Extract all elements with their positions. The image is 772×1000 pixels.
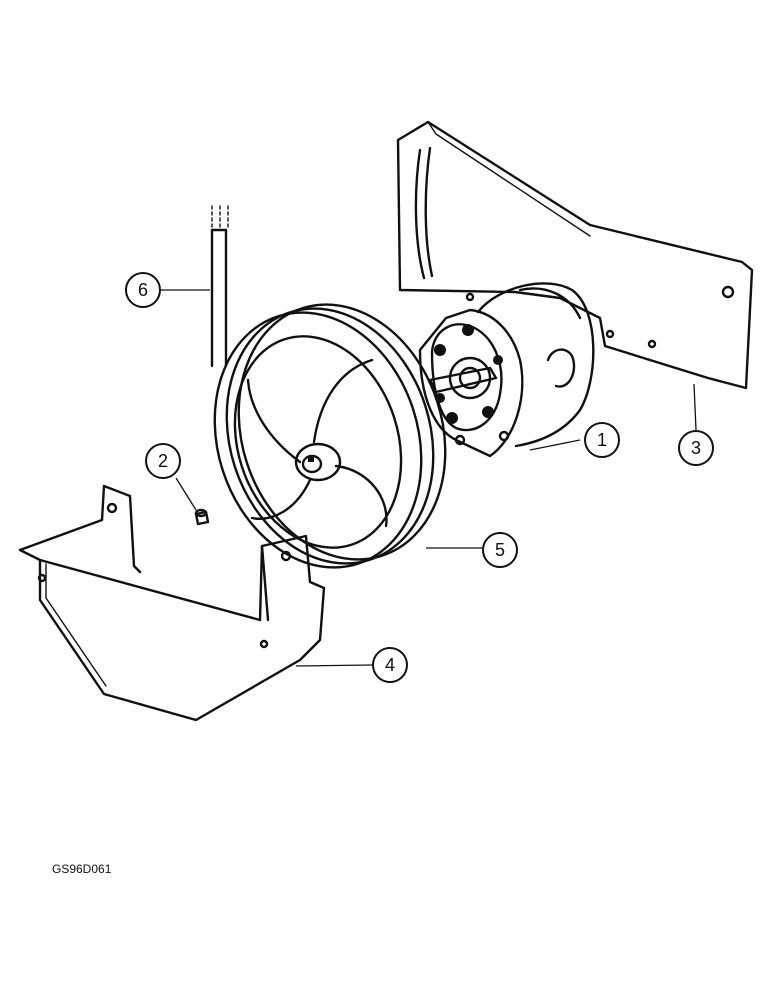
callout-1-pump: 1: [584, 422, 620, 458]
callout-3-bracket: 3: [678, 430, 714, 466]
pulley: [213, 303, 447, 569]
drive-belt: [210, 205, 229, 368]
callout-6-belt: 6: [125, 272, 161, 308]
mounting-bracket: [396, 120, 754, 390]
callout-1-label: 1: [597, 430, 607, 450]
callout-4-guard: 4: [372, 647, 408, 683]
callout-5-pulley: 5: [482, 532, 518, 568]
hydraulic-pump: [418, 282, 595, 458]
callout-6-label: 6: [138, 280, 148, 300]
callout-3-label: 3: [691, 438, 701, 458]
callout-4-label: 4: [385, 655, 395, 675]
callout-2-label: 2: [158, 451, 168, 471]
callout-5-label: 5: [495, 540, 505, 560]
callout-2-pin: 2: [145, 443, 181, 479]
belt-guard: [18, 484, 326, 722]
figure-code: GS96D061: [52, 862, 112, 876]
pin: [194, 508, 210, 526]
